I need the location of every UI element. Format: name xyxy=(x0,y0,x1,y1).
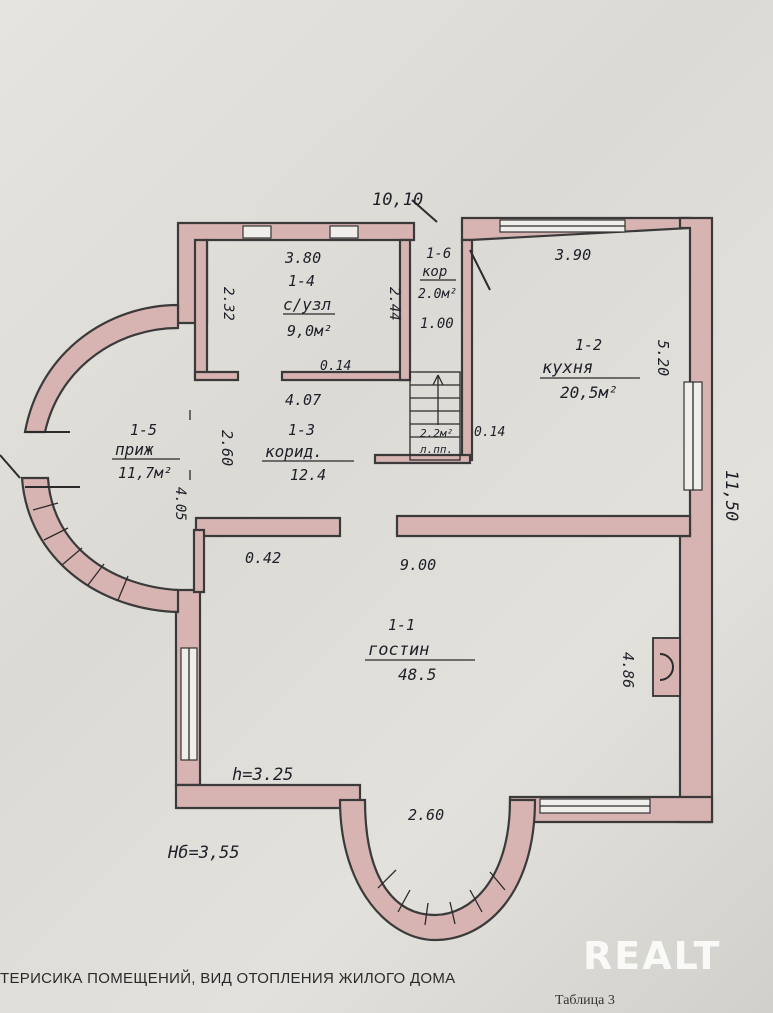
arc-window-ticks xyxy=(32,502,506,926)
room-1-4-area: 9,0м² xyxy=(287,322,332,340)
table-number: Таблица 3 xyxy=(555,993,615,1008)
stair-area-label: 2.2м² xyxy=(420,427,453,440)
wall-arc-left-bottom xyxy=(20,476,180,614)
dim-014b: 0.14 xyxy=(474,425,505,440)
fireplace xyxy=(652,637,681,697)
dim-260b: 2.60 xyxy=(408,806,444,824)
dim-014a: 0.14 xyxy=(320,359,351,374)
stair-name-label: л.пп. xyxy=(419,443,453,456)
watermark-logo: REALT xyxy=(583,934,722,978)
wall-arc-left-top xyxy=(23,303,180,434)
ceiling-height-label: h=3.25 xyxy=(232,765,293,785)
wall-middle-left xyxy=(194,516,342,538)
wall-middle-right xyxy=(395,514,692,538)
door-marks xyxy=(0,199,491,488)
room-1-5-area: 11,7м² xyxy=(118,464,172,482)
dim-042: 0.42 xyxy=(245,549,281,567)
room-1-4-name: с/узл xyxy=(283,295,332,314)
staircase xyxy=(409,371,461,461)
room-1-2-id: 1-2 xyxy=(575,336,602,354)
wall-hall-left-vert xyxy=(192,528,206,594)
footer-caption: ТЕРИСИКА ПОМЕЩЕНИЙ, ВИД ОТОПЛЕНИЯ ЖИЛОГО… xyxy=(0,970,456,987)
dim-405: 4.05 xyxy=(172,487,188,521)
wall-bath-left xyxy=(193,238,209,380)
windows xyxy=(180,219,703,814)
room-1-2-name: кухня xyxy=(542,358,593,378)
dim-100: 1.00 xyxy=(420,316,454,332)
overall-width-label: 10,10 xyxy=(372,190,423,210)
room-1-3-area: 12.4 xyxy=(290,466,326,484)
overall-height-label: 11,50 xyxy=(721,470,741,521)
dim-520: 5.20 xyxy=(654,340,672,376)
room-1-6-id: 1-6 xyxy=(426,246,451,262)
dim-390: 3.90 xyxy=(554,246,591,264)
room-1-4-id: 1-4 xyxy=(288,272,315,290)
wall-bath-bottom-left xyxy=(193,370,240,382)
room-1-2-area: 20,5м² xyxy=(560,383,618,402)
dim-244: 2.44 xyxy=(386,287,402,321)
total-height-label: Hб=3,55 xyxy=(167,843,240,863)
dim-380: 3.80 xyxy=(284,249,321,267)
dim-486: 4.86 xyxy=(619,652,637,688)
wall-corridor-bottom xyxy=(373,453,472,465)
room-1-5-id: 1-5 xyxy=(130,421,157,439)
wall-bottom-left xyxy=(174,783,362,810)
room-1-1-name: гостин xyxy=(368,640,429,660)
room-1-1-id: 1-1 xyxy=(388,616,415,634)
room-1-3-name: корид. xyxy=(265,442,323,461)
room-1-1-area: 48.5 xyxy=(398,665,437,684)
wall-kitchen-left xyxy=(460,238,474,462)
dim-232: 2.32 xyxy=(220,287,236,321)
room-1-6-area: 2.0м² xyxy=(418,287,457,302)
room-1-6-name: кор xyxy=(422,264,447,280)
dim-407: 4.07 xyxy=(285,391,321,409)
room-1-3-id: 1-3 xyxy=(288,421,315,439)
dim-900: 9.00 xyxy=(400,556,436,574)
room-1-5-name: приж xyxy=(115,440,154,459)
dim-260a: 2.60 xyxy=(218,430,236,466)
